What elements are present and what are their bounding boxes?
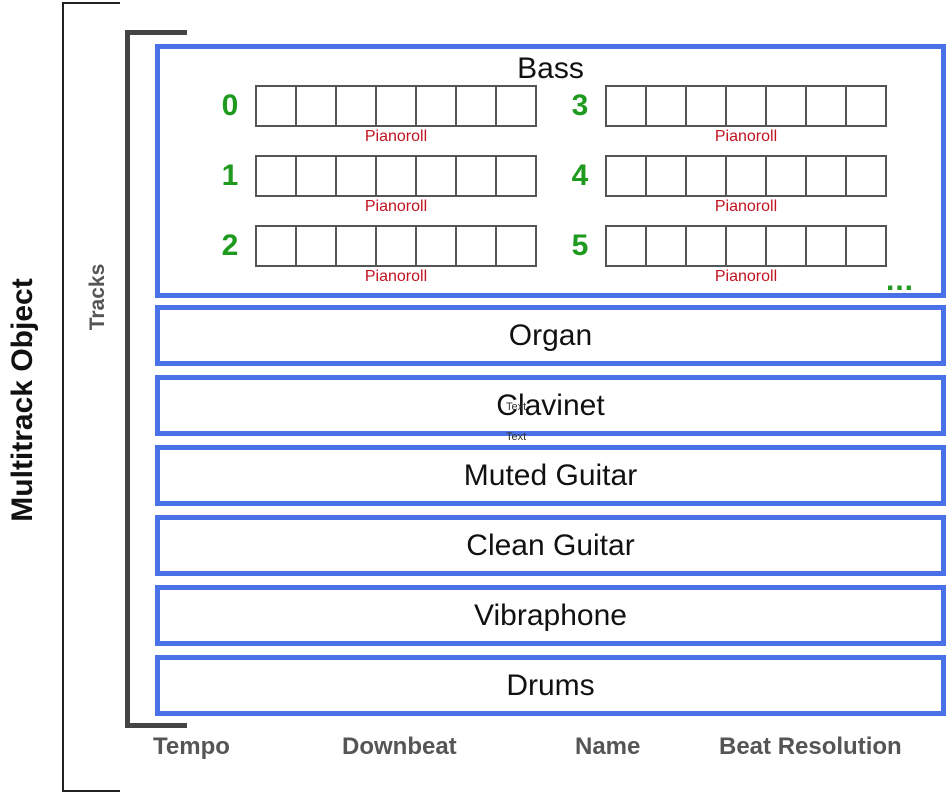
track-name-muted-guitar: Muted Guitar <box>463 459 638 492</box>
tracks-bracket <box>125 30 187 728</box>
pianoroll-label-1: Pianoroll <box>364 198 428 215</box>
track-name-bass: Bass <box>517 52 584 85</box>
track-name-vibraphone: Vibraphone <box>474 599 627 632</box>
pianoroll-label-2: Pianoroll <box>364 268 428 285</box>
pianoroll-index-1: 1 <box>221 159 239 192</box>
more-pianorolls-ellipsis: ... <box>886 264 915 297</box>
attribute-downbeat: Downbeat <box>342 733 457 760</box>
track-vibraphone: Vibraphone <box>155 585 946 646</box>
pianoroll-index-4: 4 <box>571 159 589 192</box>
pianoroll-index-5: 5 <box>571 229 589 262</box>
stray-text-label: Text <box>506 431 527 443</box>
pianoroll-index-2: 2 <box>221 229 239 262</box>
pianoroll-label-5: Pianoroll <box>714 268 778 285</box>
pianoroll-1 <box>255 155 537 197</box>
pianoroll-label-4: Pianoroll <box>714 198 778 215</box>
track-name-clean-guitar: Clean Guitar <box>466 529 635 562</box>
multitrack-bracket <box>62 2 120 792</box>
track-clean-guitar: Clean Guitar <box>155 515 946 576</box>
track-name-organ: Organ <box>508 319 593 352</box>
stray-text-label: Text <box>506 401 527 413</box>
track-muted-guitar: Muted Guitar <box>155 445 946 506</box>
pianoroll-2 <box>255 225 537 267</box>
track-clavinet: Clavinet <box>155 375 946 436</box>
pianoroll-5 <box>605 225 887 267</box>
track-organ: Organ <box>155 305 946 366</box>
pianoroll-label-0: Pianoroll <box>364 128 428 145</box>
pianoroll-index-0: 0 <box>221 89 239 122</box>
track-name-drums: Drums <box>506 669 595 702</box>
multitrack-object-label: Multitrack Object <box>6 278 39 522</box>
pianoroll-3 <box>605 85 887 127</box>
attribute-beat-resolution: Beat Resolution <box>719 733 902 760</box>
attribute-tempo: Tempo <box>153 733 230 760</box>
track-drums: Drums <box>155 655 946 716</box>
tracks-label: Tracks <box>86 263 109 331</box>
pianoroll-index-3: 3 <box>571 89 589 122</box>
pianoroll-4 <box>605 155 887 197</box>
attribute-name: Name <box>575 733 641 760</box>
pianoroll-label-3: Pianoroll <box>714 128 778 145</box>
track-name-clavinet: Clavinet <box>496 389 605 422</box>
pianoroll-0 <box>255 85 537 127</box>
